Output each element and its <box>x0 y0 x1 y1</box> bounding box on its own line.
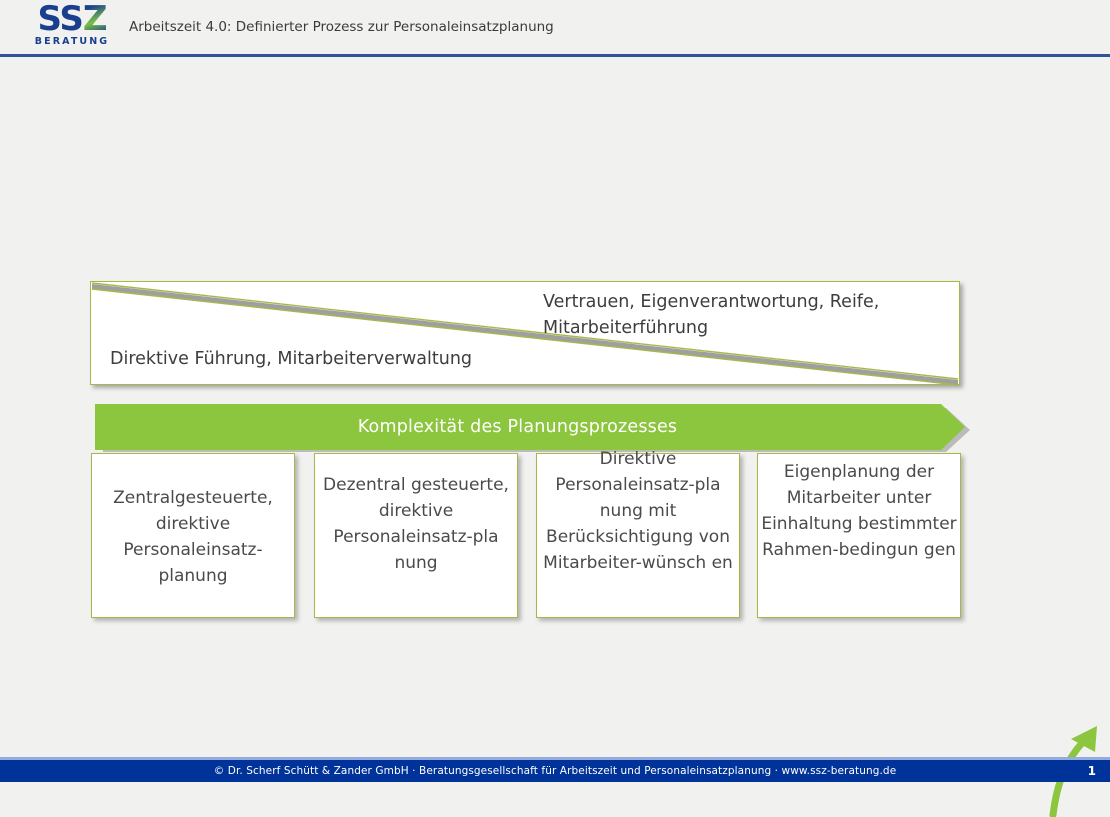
option-box-2-label: Dezentral gesteuerte, direktive Personal… <box>323 475 509 573</box>
page-title: Arbeitszeit 4.0: Definierter Prozess zur… <box>129 19 554 35</box>
slide-header: SSZ BERATUNG Arbeitszeit 4.0: Definierte… <box>0 0 1110 56</box>
ssz-logo: SSZ BERATUNG <box>31 2 113 50</box>
logo-subtitle: BERATUNG <box>34 36 110 47</box>
option-box-1 <box>91 453 295 618</box>
complexity-arrow-label: Komplexität des Planungsprozesses <box>357 417 678 437</box>
footer-divider <box>0 757 1110 760</box>
footer-copyright-text: © Dr. Scherf Schütt & Zander GmbH · Bera… <box>213 765 897 777</box>
option-box-1-label: Zentralgesteuerte, direktive Personalein… <box>113 488 273 586</box>
option-box-3 <box>536 453 740 618</box>
right-arrow-shape-icon <box>95 404 970 452</box>
page-number: 1 <box>1087 764 1096 778</box>
option-box-3-label: Direktive Personaleinsatz-pla nung mit B… <box>543 449 733 573</box>
option-box-4-label: Eigenplanung der Mitarbeiter unter Einha… <box>761 462 957 560</box>
spectrum-label-directive: Direktive Führung, Mitarbeiterverwaltung <box>110 349 473 369</box>
option-box-2 <box>314 453 518 618</box>
logo-wordmark: SSZ <box>37 0 108 39</box>
slide-body: Vertrauen, Eigenverantwortung, Reife, Mi… <box>0 57 1110 817</box>
header-divider <box>0 54 1110 57</box>
spectrum-label-trust: Vertrauen, Eigenverantwortung, Reife, Mi… <box>543 292 880 338</box>
option-box-4 <box>757 453 961 618</box>
logo-accent-letter: Z <box>82 0 108 39</box>
complexity-arrow-banner: Komplexität des Planungsprozesses <box>95 402 970 452</box>
slide-footer: © Dr. Scherf Schütt & Zander GmbH · Bera… <box>0 760 1110 782</box>
